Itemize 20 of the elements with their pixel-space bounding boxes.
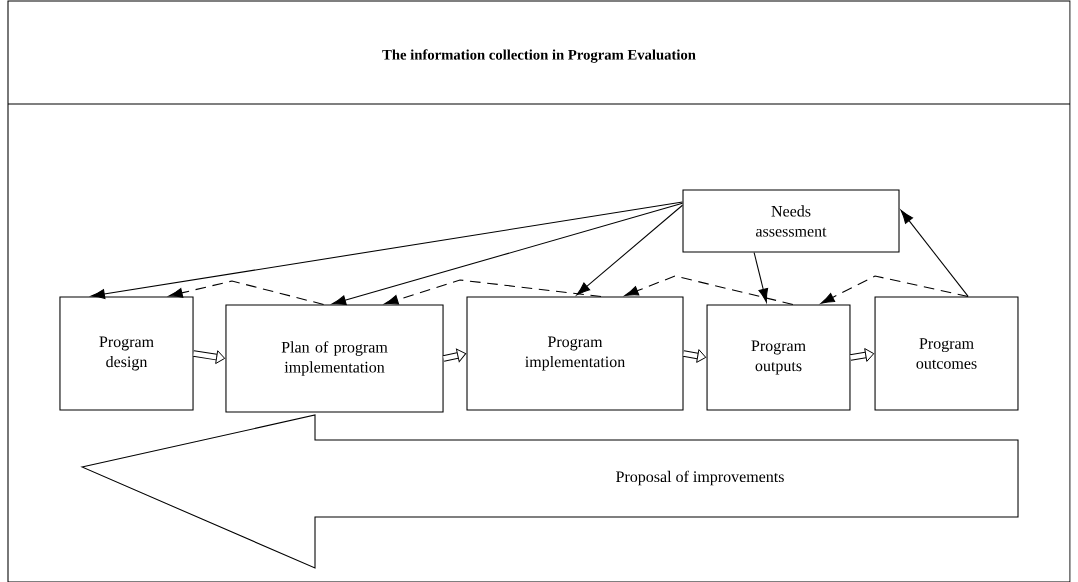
arrow <box>384 279 602 305</box>
arrow <box>820 275 969 304</box>
arrow <box>90 201 683 299</box>
arrow <box>576 204 683 296</box>
arrow <box>900 209 969 297</box>
arrow <box>753 252 769 303</box>
process-box: Plan of program implementation <box>225 304 444 413</box>
title: The information collection in Program Evaluation <box>382 49 696 63</box>
arrow <box>331 202 683 306</box>
process-box: Program design <box>59 296 194 411</box>
process-box: Program outputs <box>706 304 851 411</box>
arrow <box>624 275 794 305</box>
arrow <box>683 349 707 363</box>
process-box: Needs assessment <box>682 189 900 253</box>
process-box: Program outcomes <box>874 296 1019 411</box>
arrow <box>849 348 875 362</box>
arrow <box>442 348 467 363</box>
process-box: Program implementation <box>466 296 684 411</box>
arrow <box>168 280 325 306</box>
arrow <box>193 350 226 364</box>
